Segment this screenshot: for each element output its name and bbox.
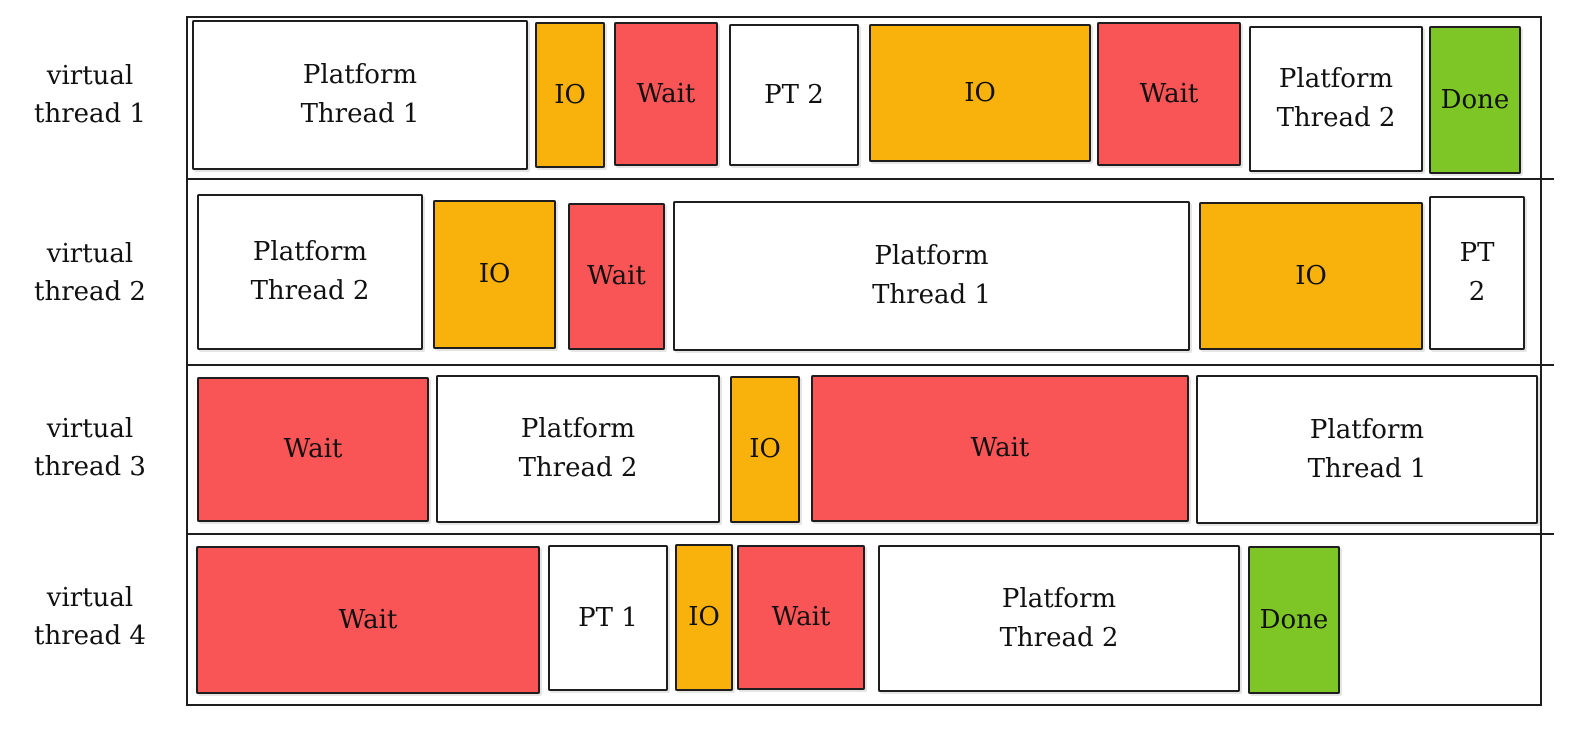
platform-block: Platform Thread 1 [1196,375,1538,524]
wait-block: Wait [737,545,865,690]
timeline-frame [186,16,1542,706]
io-block: IO [869,24,1091,162]
done-block: Done [1429,26,1521,174]
wait-block: Wait [811,375,1189,522]
io-block: IO [1199,202,1423,350]
io-block: IO [675,544,733,691]
platform-block: Platform Thread 2 [436,375,720,523]
platform-block: Platform Thread 1 [192,20,528,170]
lane-divider [186,364,1554,366]
platform-block: Platform Thread 2 [878,545,1240,692]
io-block: IO [433,200,556,349]
platform-block: Platform Thread 2 [1249,26,1423,172]
io-block: IO [730,376,800,523]
platform-block: PT 2 [1429,196,1525,350]
wait-block: Wait [1097,22,1241,166]
wait-block: Wait [568,203,665,350]
platform-block: PT 1 [548,545,668,691]
lane-label-virtual-thread-2: virtual thread 2 [34,239,146,307]
lane-label-virtual-thread-3: virtual thread 3 [34,414,146,482]
platform-block: PT 2 [729,24,859,166]
lane-divider [186,533,1554,535]
wait-block: Wait [197,377,429,522]
done-block: Done [1248,546,1340,694]
lane-label-virtual-thread-4: virtual thread 4 [34,583,146,651]
lane-divider [186,178,1554,180]
platform-block: Platform Thread 1 [673,201,1190,351]
wait-block: Wait [196,546,540,694]
platform-block: Platform Thread 2 [197,194,423,350]
io-block: IO [535,22,605,168]
wait-block: Wait [614,22,718,166]
lane-label-virtual-thread-1: virtual thread 1 [34,61,146,129]
